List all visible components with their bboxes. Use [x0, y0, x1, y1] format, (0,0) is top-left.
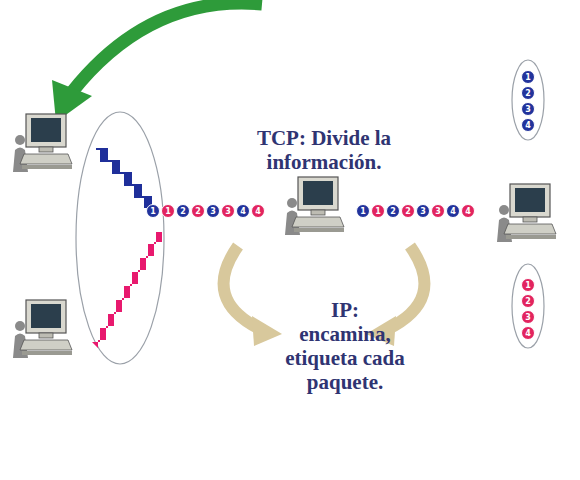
packet-circle: 2 [386, 204, 400, 218]
computer [13, 300, 72, 358]
packet-number: 2 [525, 297, 531, 306]
computer [13, 114, 72, 172]
packet-circle: 4 [461, 204, 475, 218]
packet-circle: 3 [521, 102, 535, 116]
packet-number: 1 [150, 207, 156, 216]
packet-circle: 2 [521, 86, 535, 100]
packet-circle: 3 [221, 204, 235, 218]
packet-circle: 1 [521, 70, 535, 84]
green-arrow [72, 3, 262, 92]
caption-text: IP: [300, 298, 390, 322]
computer [285, 177, 344, 235]
packet-circle: 2 [401, 204, 415, 218]
packet-circle: 4 [446, 204, 460, 218]
packet-circle: 3 [431, 204, 445, 218]
packet-number: 4 [255, 207, 261, 216]
packet-number: 1 [165, 207, 171, 216]
packet-number: 3 [210, 207, 216, 216]
packet-number: 2 [525, 89, 531, 98]
packet-number: 4 [240, 207, 246, 216]
packet-circle: 2 [521, 294, 535, 308]
packet-number: 2 [405, 207, 411, 216]
packet-number: 4 [465, 207, 471, 216]
group-ellipse [512, 60, 544, 140]
packet-circle: 4 [236, 204, 250, 218]
packet-number: 3 [435, 207, 441, 216]
computer [497, 184, 556, 242]
packet-number: 2 [195, 207, 201, 216]
packet-number: 4 [450, 207, 456, 216]
packet-circle: 1 [356, 204, 370, 218]
packet-number: 4 [525, 121, 531, 130]
packet-circle: 4 [521, 118, 535, 132]
packet-number: 2 [390, 207, 396, 216]
tan-arrow [386, 246, 424, 330]
packet-circle: 1 [161, 204, 175, 218]
group-ellipse [512, 264, 544, 348]
packet-number: 4 [525, 329, 531, 338]
packet-circle: 3 [416, 204, 430, 218]
packet-number: 2 [180, 207, 186, 216]
packet-circle: 1 [146, 204, 160, 218]
packet-number: 3 [420, 207, 426, 216]
blue-stairs [96, 148, 152, 208]
tan-arrow [224, 246, 262, 330]
packet-number: 1 [525, 281, 531, 290]
caption-text: encamina, etiqueta cada paquete. [262, 322, 428, 394]
packet-number: 3 [525, 313, 531, 322]
packet-circle: 4 [521, 326, 535, 340]
packet-number: 1 [360, 207, 366, 216]
packet-circle: 3 [206, 204, 220, 218]
packet-number: 3 [525, 105, 531, 114]
packet-circle: 2 [191, 204, 205, 218]
packet-number: 3 [225, 207, 231, 216]
packet-circle: 1 [521, 278, 535, 292]
packet-circle: 1 [371, 204, 385, 218]
group-ellipse [76, 112, 164, 364]
packet-circle: 3 [521, 310, 535, 324]
red-stairs [92, 232, 162, 348]
packet-number: 1 [525, 73, 531, 82]
packet-circle: 2 [176, 204, 190, 218]
arrow-head [252, 316, 282, 346]
packet-number: 1 [375, 207, 381, 216]
packet-circle: 4 [251, 204, 265, 218]
caption-text: TCP: Divide la información. [226, 126, 422, 174]
